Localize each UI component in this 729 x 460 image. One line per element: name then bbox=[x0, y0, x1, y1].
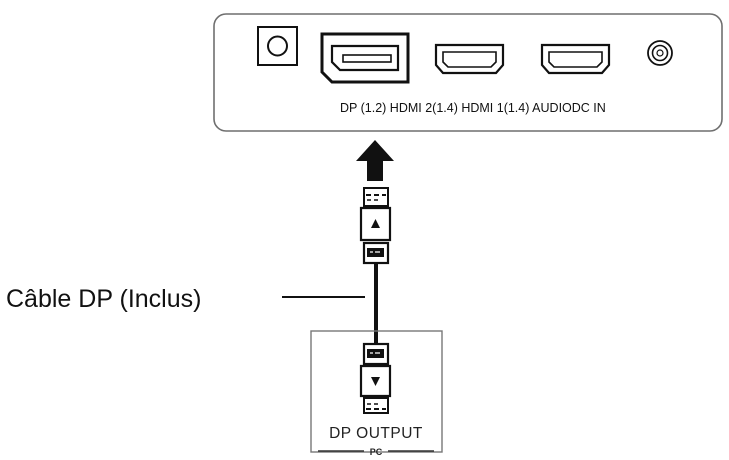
cable-label: Câble DP (Inclus) bbox=[6, 285, 201, 313]
dc-in-port-icon bbox=[257, 26, 298, 66]
pc-port-label: DP OUTPUT bbox=[329, 425, 423, 442]
hdmi-2-port-icon bbox=[434, 43, 505, 75]
dp-connector-bottom bbox=[359, 342, 392, 414]
pc-box: DP OUTPUT PC bbox=[310, 330, 443, 457]
dp-connector-top bbox=[359, 187, 392, 265]
monitor-port-labels: DP (1.2) HDMI 2(1.4) HDMI 1(1.4) AUDIODC… bbox=[340, 101, 606, 115]
audio-port-icon bbox=[647, 40, 673, 66]
up-arrow-icon bbox=[356, 140, 394, 181]
hdmi-1-port-icon bbox=[540, 43, 611, 75]
pc-box-outline bbox=[310, 330, 443, 453]
pc-device-label: PC bbox=[370, 447, 383, 457]
monitor-rear-panel: DP (1.2) HDMI 2(1.4) HDMI 1(1.4) AUDIODC… bbox=[213, 13, 723, 132]
monitor-panel-outline bbox=[213, 13, 723, 132]
displayport-port-icon bbox=[320, 32, 410, 84]
